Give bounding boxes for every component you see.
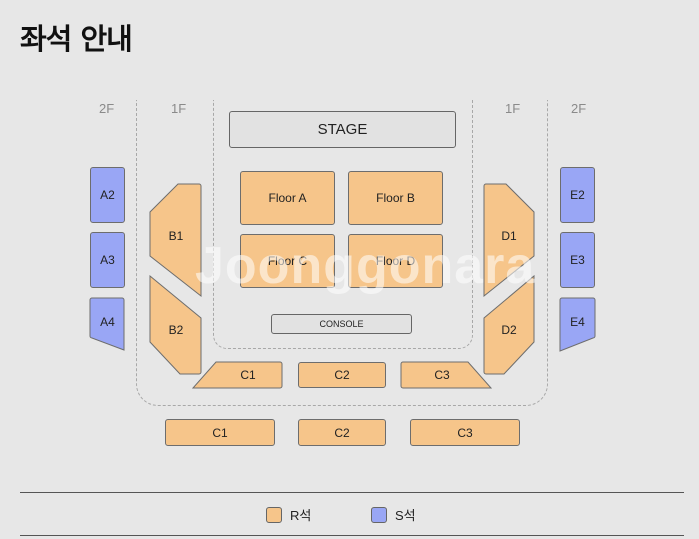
seat-d2[interactable]: D2 (501, 323, 517, 337)
seat-floor-d[interactable]: Floor D (348, 234, 443, 288)
seat-c2-upper[interactable]: C2 (298, 362, 386, 388)
seat-a4-shape[interactable] (89, 297, 125, 351)
seat-c3-upper[interactable]: C3 (434, 368, 450, 382)
seat-a3[interactable]: A3 (90, 232, 125, 288)
seat-c1-lower[interactable]: C1 (165, 419, 275, 446)
seat-c1-upper-shape[interactable] (191, 361, 283, 389)
legend-r-swatch (266, 506, 282, 523)
page-title: 좌석 안내 (20, 22, 133, 56)
console: CONSOLE (271, 314, 412, 334)
seat-b1-shape[interactable] (149, 183, 202, 298)
seat-b2-shape[interactable] (149, 274, 202, 375)
seat-floor-a[interactable]: Floor A (240, 171, 335, 225)
seat-c1-upper[interactable]: C1 (240, 368, 256, 382)
seat-d1-shape[interactable] (483, 183, 535, 298)
seat-c2-lower[interactable]: C2 (298, 419, 386, 446)
floor-label-left-1f: 1F (171, 101, 187, 116)
seat-b2[interactable]: B2 (168, 323, 184, 337)
legend-r-label: R석 (290, 508, 312, 523)
seat-e4[interactable]: E4 (570, 315, 585, 329)
seat-e3[interactable]: E3 (560, 232, 595, 288)
seat-floor-c[interactable]: Floor C (240, 234, 335, 288)
seat-e4-shape[interactable] (559, 297, 596, 352)
seat-b1[interactable]: B1 (168, 229, 184, 243)
stage: STAGE (229, 111, 456, 148)
floor-label-right-1f: 1F (505, 101, 521, 116)
floor-label-right-2f: 2F (571, 101, 587, 116)
legend-divider-bottom (20, 535, 684, 536)
zone-floor-outline (213, 100, 473, 349)
seat-c3-upper-shape[interactable] (400, 361, 493, 389)
legend-r-seat: R석 (266, 505, 311, 524)
legend-s-swatch (371, 506, 387, 523)
seat-floor-b[interactable]: Floor B (348, 171, 443, 225)
seat-c3-lower[interactable]: C3 (410, 419, 520, 446)
seat-d2-shape[interactable] (483, 274, 535, 375)
zone-1f-outline (136, 100, 548, 406)
seat-a2[interactable]: A2 (90, 167, 125, 223)
legend-divider-top (20, 492, 684, 493)
seat-e2[interactable]: E2 (560, 167, 595, 223)
seat-d1[interactable]: D1 (501, 229, 517, 243)
legend-s-label: S석 (395, 508, 416, 523)
seat-a4[interactable]: A4 (100, 315, 115, 329)
legend-s-seat: S석 (371, 505, 416, 524)
floor-label-left-2f: 2F (99, 101, 115, 116)
